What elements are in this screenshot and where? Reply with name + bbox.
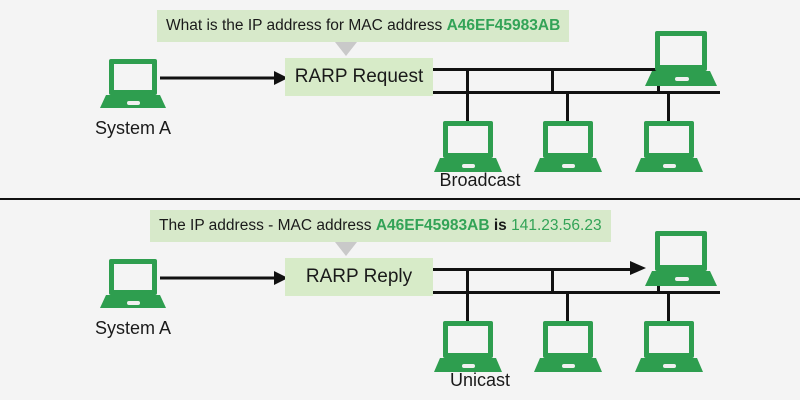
reply-drop-line-3 [667,291,670,323]
reply-bus-bottom-line [433,291,720,294]
request-host-laptop-1-icon [434,120,502,179]
reply-caption-middle: is [489,217,512,234]
request-caption-mac: A46EF45983AB [446,17,561,34]
rarp-reply-box: RARP Reply [285,258,433,296]
request-bus-connector-1 [466,68,469,94]
reply-caption-ip: 141.23.56.23 [511,217,602,234]
rarp-reply-section: The IP address - MAC address A46EF45983A… [0,201,800,400]
reply-unicast-arrow-icon [630,261,646,275]
reply-remote-laptop-icon [645,230,717,293]
reply-bus-top-line [433,268,638,271]
reply-caption-mac: A46EF45983AB [375,217,490,234]
reply-uplink-stub [657,282,660,294]
reply-caption: The IP address - MAC address A46EF45983A… [150,210,611,242]
reply-source-label: System A [94,318,172,338]
request-host-laptop-2-icon [534,120,602,179]
request-caption-prefix: What is the IP address for MAC address [166,17,447,34]
reply-source-laptop-icon [100,258,166,315]
reply-bus-connector-1 [466,268,469,294]
reply-drop-line-2 [566,291,569,323]
request-caption: What is the IP address for MAC address A… [157,10,570,42]
request-host-laptop-3-icon [635,120,703,179]
reply-arrow-right-icon [160,271,288,285]
section-divider [0,198,800,200]
request-remote-laptop-icon [645,30,717,93]
source-laptop-icon [100,58,166,115]
request-arrow-right-icon [160,71,288,85]
request-caption-pointer-icon [335,42,357,56]
request-source-label: System A [94,118,172,138]
reply-host-laptop-2-icon [534,320,602,379]
request-drop-line-2 [566,91,569,123]
reply-host-laptop-1-icon [434,320,502,379]
request-bus-bottom-line [433,91,720,94]
reply-caption-pointer-icon [335,242,357,256]
request-uplink-stub [657,82,660,94]
reply-drop-line-1 [466,291,469,323]
request-drop-line-1 [466,91,469,123]
request-bus-connector-2 [551,68,554,94]
reply-caption-prefix: The IP address - MAC address [159,217,376,234]
rarp-request-box: RARP Request [285,58,433,96]
request-drop-line-3 [667,91,670,123]
broadcast-label: Broadcast [439,170,521,190]
reply-host-laptop-3-icon [635,320,703,379]
unicast-label: Unicast [449,370,511,390]
reply-bus-connector-2 [551,268,554,294]
rarp-request-section: What is the IP address for MAC address A… [0,0,800,199]
